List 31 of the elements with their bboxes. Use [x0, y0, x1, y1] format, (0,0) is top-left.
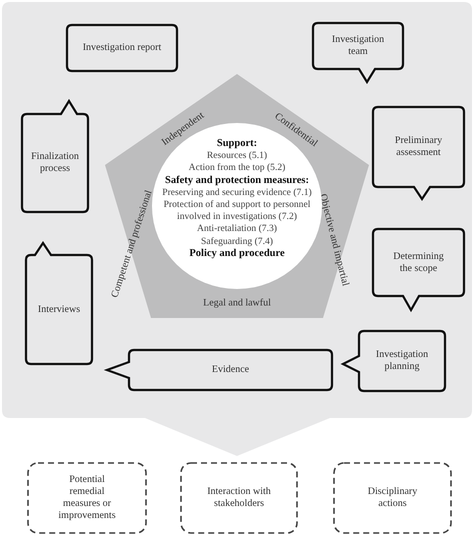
outcome-box — [27, 462, 147, 534]
step-label: Investigation team — [330, 34, 386, 58]
step-label: Determining the scope — [392, 250, 445, 274]
step-label: Interaction with stakeholders — [206, 486, 272, 510]
outcome-box — [333, 462, 452, 534]
speech-bubble — [106, 349, 333, 391]
principles-pentagon — [105, 74, 369, 318]
speech-bubble — [312, 22, 404, 83]
item-text: Preserving and securing evidence (7.1) — [161, 186, 313, 200]
section-heading: Policy and procedure — [188, 248, 286, 260]
item-text: Resources (5.1) — [206, 150, 268, 162]
principle-label: Objective and impartial — [317, 192, 351, 288]
step-label: Investigation planning — [374, 349, 430, 373]
item-text: Safeguarding (7.4) — [200, 236, 274, 248]
step-label: Interviews — [38, 304, 80, 316]
step-label: Evidence — [212, 364, 250, 376]
step-label: Preliminary assessment — [394, 135, 444, 159]
speech-bubble — [25, 242, 93, 365]
section-heading: Safety and protection measures: — [164, 174, 310, 187]
step-label: Finalization process — [31, 151, 79, 175]
speech-bubble — [66, 24, 178, 72]
step-label: Potential remedial measures or improvements — [57, 474, 117, 522]
item-text: Action from the top (5.2) — [188, 162, 286, 175]
speech-bubble — [372, 228, 465, 311]
outcome-box — [180, 462, 298, 534]
step-label: Disciplinary actions — [366, 486, 418, 510]
principle-label: Legal and lawful — [203, 298, 271, 308]
step-label: Investigation report — [82, 42, 162, 54]
item-text: Anti-retaliation (7.3) — [196, 223, 278, 236]
speech-bubble — [21, 100, 89, 213]
item-text: Protection of and support to personnel involved in investigations (7.2) — [162, 199, 312, 224]
